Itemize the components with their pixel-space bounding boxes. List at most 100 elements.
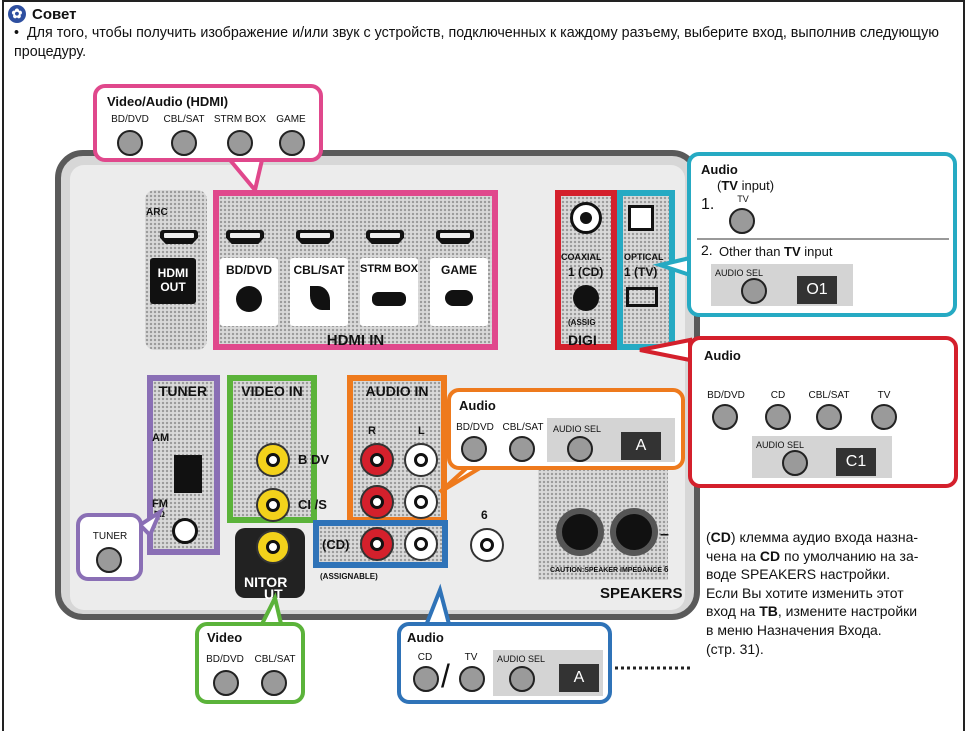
tip-text-block: • Для того, чтобы получить изображение и…: [14, 24, 944, 62]
hdmi-in-port-1: [226, 230, 264, 244]
remote-button-game[interactable]: [279, 130, 305, 156]
callout-video-title: Video: [207, 630, 243, 645]
audio-sel-button[interactable]: [509, 666, 535, 692]
remote-button-cblsat[interactable]: [509, 436, 535, 462]
tip-text: Для того, чтобы получить изображение и/и…: [14, 25, 939, 60]
slash-separator: /: [441, 658, 450, 694]
audio-sel-label: AUDIO SEL: [497, 654, 546, 664]
display-a: A: [621, 432, 661, 460]
step1-number: 1.: [701, 196, 715, 213]
note-block: (CD) клемма аудио входа назна- чена на C…: [706, 528, 962, 658]
audio-sel-button[interactable]: [741, 278, 767, 304]
hdmi-tile-label: BD/DVD: [225, 263, 272, 277]
display-o1: O1: [797, 276, 837, 304]
num6-label: 6: [481, 508, 488, 522]
callout-audio-analog: Audio BD/DVD CBL/SAT AUDIO SEL A: [447, 388, 685, 470]
callout-audio-optical: Audio 1. (TV input) TV 2. Other than TV …: [687, 152, 957, 317]
gamepad-icon: [445, 290, 473, 306]
fm-antenna-port: [172, 518, 198, 544]
remote-button-cd[interactable]: [765, 404, 791, 430]
hdmi-in-port-2: [296, 230, 334, 244]
tuner-label: TUNER: [158, 383, 208, 399]
btn-label-cd: CD: [417, 652, 433, 663]
note-line-3: воде SPEAKERS настройки.: [706, 566, 891, 583]
l-label: L: [418, 425, 425, 437]
speakers-label: SPEAKERS: [600, 585, 683, 602]
cd-label: (CD): [322, 537, 350, 552]
tv-icon: [626, 287, 658, 307]
btn-label-cblsat: CBL/SAT: [254, 654, 296, 665]
remote-button-strmbox[interactable]: [227, 130, 253, 156]
note-line-4: Если Вы хотите изменить этот: [706, 584, 904, 601]
btn-label-tv: TV: [464, 652, 478, 663]
minus-label: –: [660, 526, 669, 543]
cd-l-rca: [404, 527, 438, 561]
optical-port: [628, 205, 654, 231]
btn-label-cblsat: CBL/SAT: [808, 390, 850, 401]
hdmi-tile-strmbox: STRM BOX: [360, 258, 418, 326]
optical-label: OPTICAL: [624, 252, 664, 262]
row1-label: B DV: [298, 452, 330, 467]
remote-button-tv[interactable]: [871, 404, 897, 430]
remote-button-bddvd[interactable]: [213, 670, 239, 696]
speaker-terminal-2: [610, 508, 658, 556]
remote-button-bddvd[interactable]: [712, 404, 738, 430]
remote-button-cblsat[interactable]: [261, 670, 287, 696]
caution-label: CAUTION:SPEAKER IMPEDANCE: [550, 567, 663, 574]
remote-button-tv[interactable]: [729, 208, 755, 234]
hdmi-in-port-4: [436, 230, 474, 244]
monitor-label: NITOR: [244, 574, 288, 590]
audio-sel-label: AUDIO SEL: [715, 268, 764, 278]
coaxial-sub-label: 1 (CD): [568, 265, 604, 279]
cd-disc-icon: [573, 285, 599, 311]
remote-button-cblsat[interactable]: [816, 404, 842, 430]
bullet-mark: •: [14, 25, 20, 41]
assign-label: (ASSIG: [568, 318, 596, 327]
audio-r-rca-1: [360, 443, 394, 477]
audio-sel-button[interactable]: [567, 436, 593, 462]
row2-label: CI /S: [298, 497, 327, 512]
callout-coaxial-title: Audio: [704, 348, 741, 363]
am-label: AM: [152, 432, 170, 444]
remote-button-tv[interactable]: [459, 666, 485, 692]
arc-label: ARC: [146, 207, 168, 218]
callout-analog-title: Audio: [459, 398, 496, 413]
remote-button-bddvd[interactable]: [461, 436, 487, 462]
digital-label: DIGI: [568, 332, 597, 348]
step1-text: (TV input): [717, 178, 775, 193]
disc-icon: [236, 286, 262, 312]
audio-in-label: AUDIO IN: [365, 383, 429, 399]
caution-b-label: 6: [664, 565, 669, 574]
assignable-label: (ASSIGNABLE): [320, 572, 378, 581]
btn-label-tuner: TUNER: [92, 531, 128, 542]
btn-label-cblsat: CBL/SAT: [502, 422, 544, 433]
audio-sel-button[interactable]: [782, 450, 808, 476]
hdmi-in-port-3: [366, 230, 404, 244]
remote-button-tuner[interactable]: [96, 547, 122, 573]
audio-r-rca-2: [360, 485, 394, 519]
btn-label-cblsat: CBL/SAT: [163, 114, 205, 125]
r-label: R: [368, 425, 376, 437]
zone-rca: [470, 528, 504, 562]
optical-sub-label: 1 (TV): [624, 265, 658, 279]
hdmi-in-label: HDMI IN: [326, 332, 385, 349]
coaxial-port: [570, 202, 602, 234]
remote-button-bddvd[interactable]: [117, 130, 143, 156]
tip-heading: ✿ Совет: [8, 5, 77, 23]
btn-label-bddvd: BD/DVD: [707, 390, 745, 401]
stream-box-icon: [372, 292, 406, 306]
remote-button-cblsat[interactable]: [171, 130, 197, 156]
hdmi-tile-label: STRM BOX: [360, 263, 419, 275]
gear-icon: ✿: [8, 5, 26, 23]
note-line-5: вход на ТВ, измените настройки: [706, 603, 918, 620]
remote-button-cd[interactable]: [413, 666, 439, 692]
btn-label-tv: TV: [737, 194, 749, 204]
speaker-terminal-1: [556, 508, 604, 556]
callout-optical-title: Audio: [701, 162, 738, 177]
monitor-out-port: [256, 530, 290, 564]
hdmi-tile-game: GAME: [430, 258, 488, 326]
video-rca-2: [256, 488, 290, 522]
audio-sel-label: AUDIO SEL: [756, 440, 805, 450]
divider: [697, 238, 949, 240]
btn-label-cd: CD: [770, 390, 786, 401]
